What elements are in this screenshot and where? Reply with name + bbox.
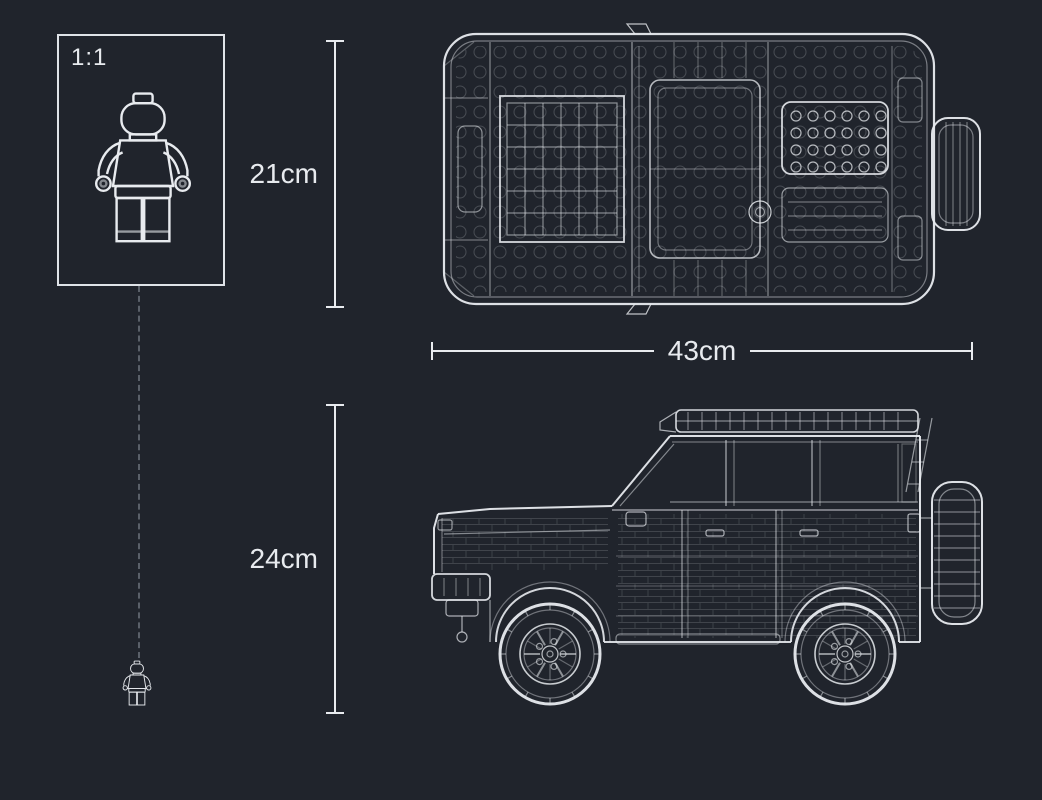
dimension-end-cap xyxy=(971,342,973,360)
scale-ratio-label: 1:1 xyxy=(71,44,108,71)
dimension-label-43cm: 43cm xyxy=(667,335,737,366)
dimension-top-view-height: 21cm xyxy=(250,40,344,308)
scale-reference-dashed-line xyxy=(138,286,140,658)
minifigure-small-icon xyxy=(122,660,152,706)
dimension-line xyxy=(334,406,336,712)
dimension-label-24cm: 24cm xyxy=(249,543,318,574)
dimension-top-view-length: 43cm xyxy=(431,335,973,366)
dimension-end-cap xyxy=(326,306,344,308)
scale-reference-box: 1:1 xyxy=(57,34,225,286)
car-top-view xyxy=(442,23,981,315)
dimension-end-cap xyxy=(326,712,344,714)
dimension-line xyxy=(750,350,971,352)
dimension-line xyxy=(433,350,654,352)
minifigure-icon xyxy=(95,92,191,243)
dimension-end-cap xyxy=(431,342,433,360)
dimension-line xyxy=(334,42,336,306)
dimension-end-cap xyxy=(326,40,344,42)
dimension-end-cap xyxy=(326,404,344,406)
dimension-label-21cm: 21cm xyxy=(249,158,318,189)
dimension-side-view-height: 24cm xyxy=(250,404,344,714)
car-side-view xyxy=(431,409,983,706)
